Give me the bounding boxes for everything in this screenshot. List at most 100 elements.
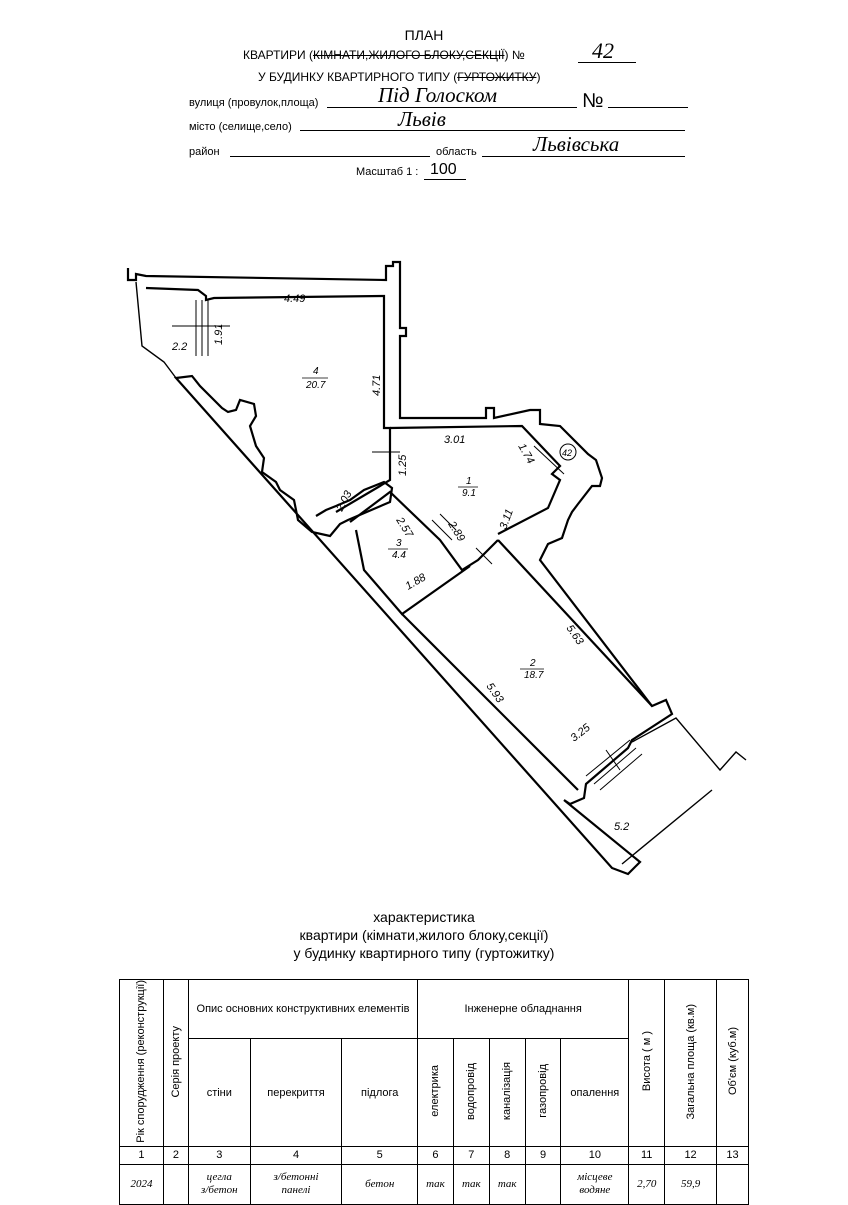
dim-3-01: 3.01 <box>444 434 465 446</box>
value-area: 59,9 <box>664 1163 717 1205</box>
dim-2-57: 2.57 <box>393 514 416 540</box>
dim-1-88: 1.88 <box>404 571 429 593</box>
room2-right <box>497 539 653 707</box>
header-eng-group: Інженерне обладнання <box>417 978 630 1040</box>
apartment-prefix: КВАРТИРИ ( <box>243 48 313 62</box>
dim-5-2: 5.2 <box>614 821 629 833</box>
scale-line <box>424 179 466 180</box>
header-electric: електрика <box>417 1038 454 1147</box>
value-year: 2024 <box>119 1163 164 1205</box>
street-number-line <box>608 107 688 108</box>
characteristics-subtitle-2: у будинку квартирного типу (гуртожитку) <box>293 945 555 961</box>
col-num-8: 8 <box>488 1145 526 1165</box>
characteristics-title: характеристика <box>373 909 475 925</box>
apartment-line: КВАРТИРИ (КІМНАТИ,ЖИЛОГО БЛОКУ,СЕКЦІЇ) № <box>243 48 525 62</box>
header-heating: опалення <box>560 1038 630 1147</box>
door-room1 <box>372 440 400 468</box>
value-volume <box>716 1163 749 1205</box>
building-strike: ГУРТОЖИТКУ <box>457 70 537 84</box>
room1-inner-wall <box>389 424 562 535</box>
room-2-number: 2 <box>529 658 536 669</box>
apartment-strike: КІМНАТИ,ЖИЛОГО БЛОКУ,СЕКЦІЇ <box>312 48 505 62</box>
header-floor: підлога <box>341 1038 419 1147</box>
stair-mark: 42 <box>562 448 572 458</box>
dim-3-11: 3.11 <box>498 508 516 531</box>
balcony-bottom <box>631 717 747 772</box>
characteristics-table: Рік спорудження (реконструкції) Серія пр… <box>119 978 749 1205</box>
room-1-number: 1 <box>466 476 472 487</box>
corridor-walls <box>349 490 499 572</box>
col-num-4: 4 <box>249 1145 343 1165</box>
window-room4 <box>172 300 230 356</box>
balcony-edge <box>621 789 713 865</box>
room-4-number: 4 <box>313 366 319 377</box>
dim-4-71: 4.71 <box>371 375 383 396</box>
value-floor: бетон <box>341 1163 419 1205</box>
dim-4-49: 4.49 <box>284 293 305 305</box>
city-label: місто (селище,село) <box>189 121 292 133</box>
header-water: водопровід <box>452 1038 490 1147</box>
dim-5-63: 5.63 <box>564 623 587 648</box>
value-gas <box>524 1163 562 1205</box>
floor-plan: 42 4 20.7 1 9.1 3 4.4 2 18.7 4.49 1.91 2… <box>126 260 747 876</box>
dim-1-25: 1.25 <box>397 454 409 476</box>
building-prefix: У БУДИНКУ КВАРТИРНОГО ТИПУ ( <box>258 70 458 84</box>
street-line <box>327 107 577 108</box>
dim-1-91: 1.91 <box>213 324 225 345</box>
header-walls: стіни <box>187 1038 251 1147</box>
value-series <box>162 1163 189 1205</box>
district-line <box>230 156 430 157</box>
room-2-area: 18.7 <box>524 670 544 681</box>
dim-3-25: 3.25 <box>568 721 593 744</box>
region-value: Львівська <box>533 132 620 156</box>
city-line <box>300 130 685 131</box>
header-height: Висота ( м ) <box>628 979 666 1147</box>
door-room2 <box>475 547 493 565</box>
plan-title: ПЛАН <box>404 27 444 43</box>
col-num-1: 1 <box>119 1145 164 1165</box>
col-num-6: 6 <box>417 1145 454 1165</box>
city-value: Львів <box>398 107 446 131</box>
room-4-area: 20.7 <box>305 380 326 391</box>
col-num-13: 13 <box>716 1145 749 1165</box>
header-volume: Об'єм (куб.м) <box>716 979 749 1147</box>
header-construct-group: Опис основних конструктивних елементів <box>187 978 419 1040</box>
col-num-10: 10 <box>560 1145 630 1165</box>
building-suffix: ) <box>536 70 541 84</box>
stair-line <box>533 445 565 475</box>
scale-label: Масштаб 1 : <box>356 166 419 178</box>
header-gas: газопровід <box>524 1038 562 1147</box>
value-sewer: так <box>488 1163 526 1205</box>
col-num-7: 7 <box>452 1145 490 1165</box>
district-label: район <box>189 146 220 158</box>
stair-circle <box>559 443 577 461</box>
col-num-3: 3 <box>187 1145 251 1165</box>
col-num-2: 2 <box>162 1145 189 1165</box>
room-3-number: 3 <box>396 538 402 549</box>
scale-value: 100 <box>430 161 457 178</box>
value-height: 2,70 <box>628 1163 666 1205</box>
balcony-left <box>135 281 177 379</box>
street-value: Під Голоском <box>378 83 498 107</box>
dim-5-93: 5.93 <box>484 681 507 706</box>
apartment-number: 42 <box>592 38 614 63</box>
header-floors-over: перекриття <box>249 1038 343 1147</box>
window-room2 <box>585 739 643 791</box>
characteristics-subtitle-1: квартири (кімнати,жилого блоку,секції) <box>299 927 549 943</box>
apt-number-line <box>578 62 636 63</box>
door-room3 <box>431 513 457 541</box>
dim-2-2: 2.2 <box>171 341 187 353</box>
number-label: № <box>582 90 604 112</box>
room-3-area: 4.4 <box>392 550 406 561</box>
room-1-area: 9.1 <box>462 488 476 499</box>
col-num-11: 11 <box>628 1145 666 1165</box>
region-line <box>482 156 685 157</box>
street-label: вулиця (провулок,площа) <box>189 97 319 109</box>
building-line: У БУДИНКУ КВАРТИРНОГО ТИПУ (ГУРТОЖИТКУ) <box>258 70 540 84</box>
apartment-suffix: ) № <box>504 48 525 62</box>
room4-wall <box>145 286 392 513</box>
room3-walls <box>354 529 471 616</box>
